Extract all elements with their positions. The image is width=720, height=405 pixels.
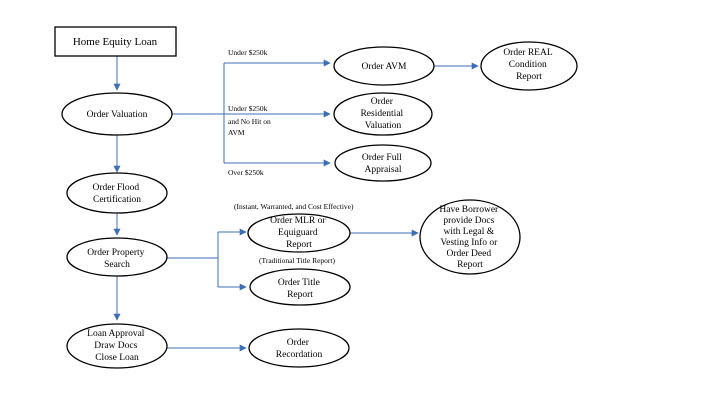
label-under-250k-no-hit: Under $250k and No Hit on AVM [228,104,273,137]
node-label: Order REAL Condition Report [503,48,554,82]
label-traditional: (Traditional Title Report) [259,256,335,265]
node-order-property-search: Order Property Search [66,237,168,277]
node-label: Order Full Appraisal [362,153,404,175]
label-instant: (Instant, Warranted, and Cost Effective) [234,202,354,211]
node-label: Have Borrower provide Docs with Legal & … [439,205,500,270]
node-label: Loan Approval Draw Docs Close Loan [87,329,147,363]
node-order-recordation: Order Recordation [248,328,350,368]
label-under-250k: Under $250k [228,48,268,57]
node-label: Order Residential Valuation [360,97,405,131]
node-order-flood-certification: Order Flood Certification [66,172,168,214]
node-label: Order Property Search [87,248,147,270]
node-label: Order Flood Certification [92,183,141,205]
node-borrower-docs: Have Borrower provide Docs with Legal & … [419,199,521,275]
edges [113,56,479,352]
node-home-equity-loan: Home Equity Loan [54,26,177,57]
node-label: Order Recordation [276,338,323,360]
node-order-mlr-equiguard-report: Order MLR or Equiguard Report [247,213,351,253]
node-label: Home Equity Loan [73,36,158,48]
edge-labels: Under $250k Under $250k and No Hit on AV… [228,48,354,265]
node-order-valuation: Order Valuation [61,92,173,136]
node-order-avm: Order AVM [333,46,435,86]
node-label: Order Title Report [278,278,322,300]
node-order-title-report: Order Title Report [249,268,351,306]
node-order-real-condition-report: Order REAL Condition Report [480,41,578,91]
node-label: Order AVM [362,62,408,72]
node-order-residential-valuation: Order Residential Valuation [333,92,433,136]
node-order-full-appraisal: Order Full Appraisal [334,144,432,182]
node-label: Order MLR or Equiguard Report [270,216,328,250]
label-over-250k: Over $250k [228,168,264,177]
node-label: Order Valuation [87,110,148,120]
node-loan-approval: Loan Approval Draw Docs Close Loan [66,323,168,369]
